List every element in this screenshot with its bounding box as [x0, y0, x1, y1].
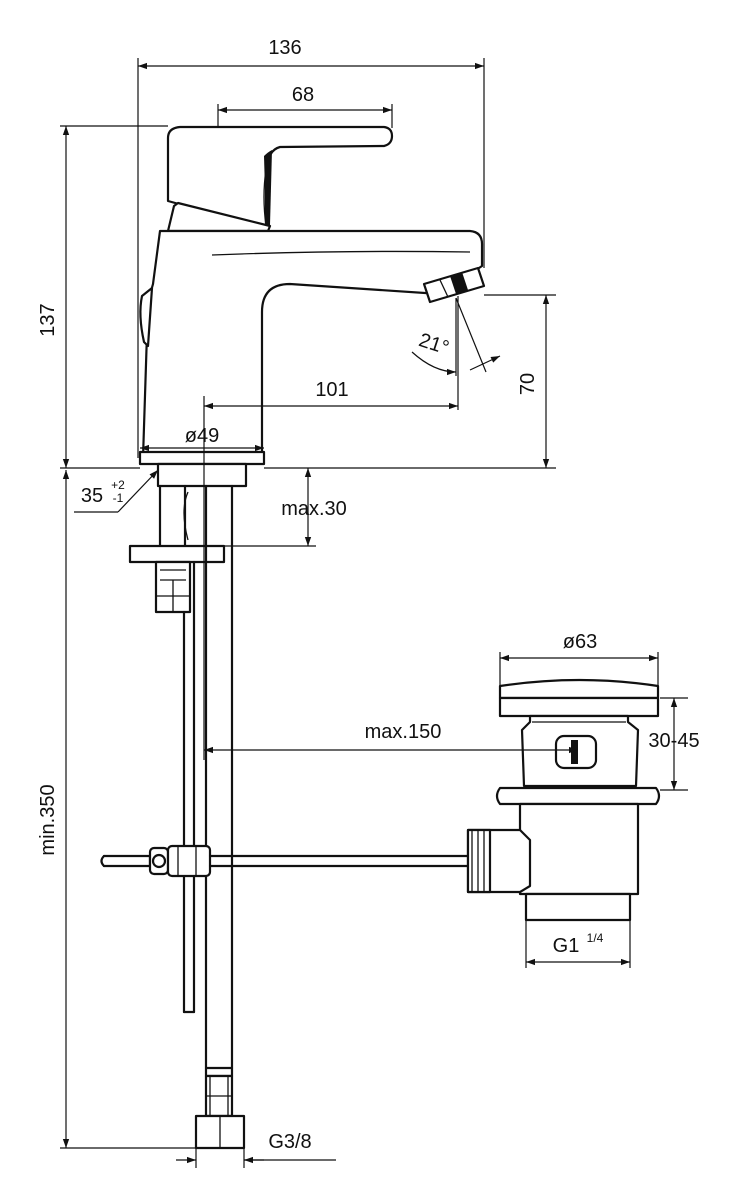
dimension-labels: 136 68 137 101 70 21° ø49 35 +2 -1 max.3… [37, 37, 700, 1153]
dim-waste-adjust: 30-45 [648, 730, 699, 752]
dim-handle-length: 68 [292, 84, 314, 106]
dim-waste-thread: G1 [553, 935, 580, 957]
dim-deck-thickness: max.30 [281, 498, 347, 520]
faucet-collar [166, 201, 272, 233]
linkage-connector [466, 828, 492, 894]
dim-waste-diameter: ø63 [563, 631, 597, 653]
dim-spout-height: 70 [517, 373, 539, 395]
dim-min-length: min.350 [37, 784, 59, 855]
waste-valve [466, 678, 661, 922]
dim-spray-angle: 21° [416, 329, 452, 359]
backnut-plate [128, 544, 226, 564]
dim-supply-thread: G3/8 [268, 1131, 311, 1153]
dimension-lines [60, 58, 688, 1168]
waste-collar [495, 786, 661, 806]
waste-flange [498, 678, 660, 700]
waste-thread [524, 892, 632, 922]
mounting-assembly [128, 484, 246, 1150]
dim-overall-width: 136 [268, 37, 301, 59]
faucet-spout [141, 229, 484, 460]
dim-hole-size: 35 [81, 485, 103, 507]
dim-pull-rod-reach: max.150 [365, 721, 442, 743]
dim-hole-tol-plus: +2 [111, 478, 125, 492]
dim-spout-reach: 101 [315, 379, 348, 401]
popup-linkage [100, 844, 470, 878]
popup-lever-knob [139, 286, 154, 348]
dim-total-height: 137 [37, 303, 59, 336]
faucet-base [138, 450, 266, 466]
faucet-body [138, 125, 486, 488]
dim-hole-tol-minus: -1 [113, 491, 124, 505]
dim-waste-thread-fraction: 1/4 [587, 931, 604, 945]
dim-base-diameter: ø49 [185, 425, 219, 447]
